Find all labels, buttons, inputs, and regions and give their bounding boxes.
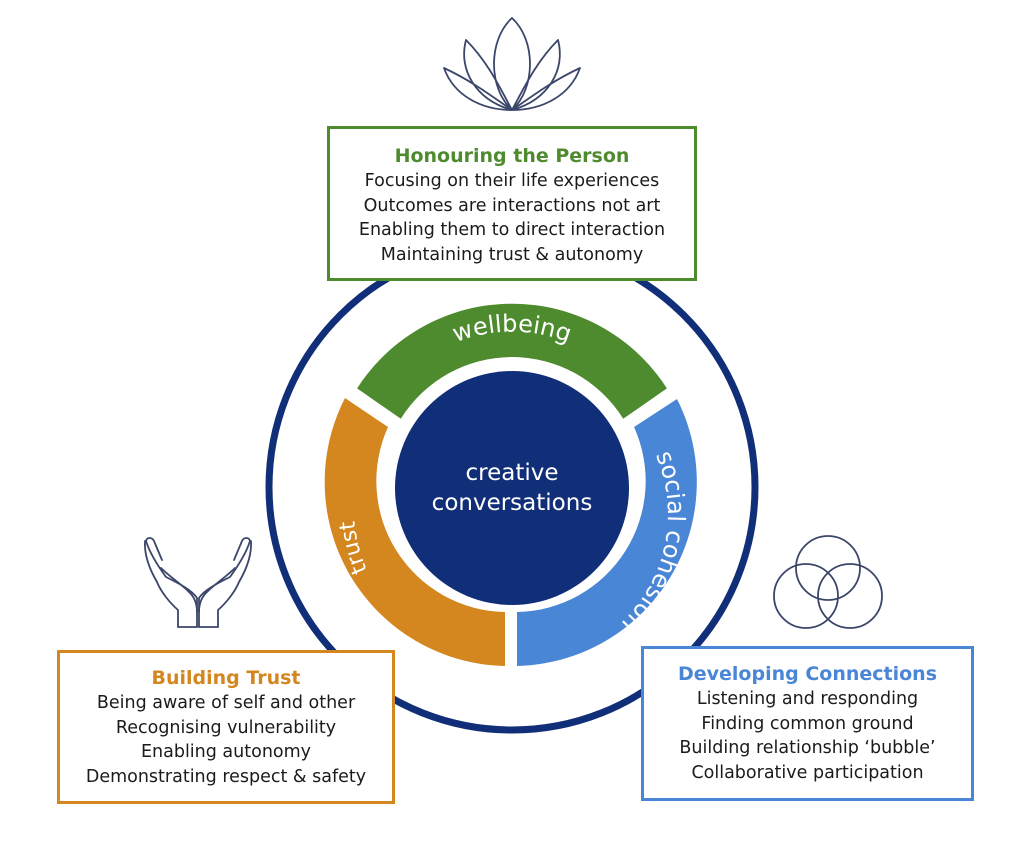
trust-line: Recognising vulnerability <box>115 717 337 738</box>
developing-connections-box: Developing Connections Listening and res… <box>641 646 974 801</box>
trust-line: Enabling autonomy <box>140 742 312 762</box>
connections-title: Developing Connections <box>677 663 938 685</box>
honouring-title: Honouring the Person <box>394 145 630 167</box>
center-circle <box>395 371 629 605</box>
honouring-line: Outcomes are interactions not art <box>363 195 661 216</box>
social-cohesion-segment <box>517 399 697 666</box>
trust-line: Being aware of self and other <box>96 693 356 713</box>
trust-segment <box>324 398 505 666</box>
venn-circles-icon <box>773 535 883 629</box>
honouring-line: Enabling them to direct interaction <box>358 220 666 240</box>
connections-line: Finding common ground <box>701 713 914 734</box>
honouring-the-person-box: Honouring the Person Focusing on their l… <box>327 126 697 281</box>
trust-line: Demonstrating respect & safety <box>85 766 367 787</box>
building-trust-box: Building Trust Being aware of self and o… <box>57 650 395 804</box>
trust-title: Building Trust <box>151 667 301 689</box>
honouring-line: Maintaining trust & autonomy <box>380 244 644 265</box>
connections-line: Building relationship ‘bubble’ <box>679 738 936 758</box>
open-hands-icon <box>144 537 252 628</box>
lotus-icon <box>443 17 581 111</box>
connections-line: Collaborative participation <box>691 762 924 783</box>
honouring-line: Focusing on their life experiences <box>364 171 660 191</box>
center-label-line-1: creative <box>465 460 558 486</box>
connections-line: Listening and responding <box>696 689 919 709</box>
wellbeing-segment <box>357 303 667 419</box>
center-label-line-2: conversations <box>432 490 593 516</box>
